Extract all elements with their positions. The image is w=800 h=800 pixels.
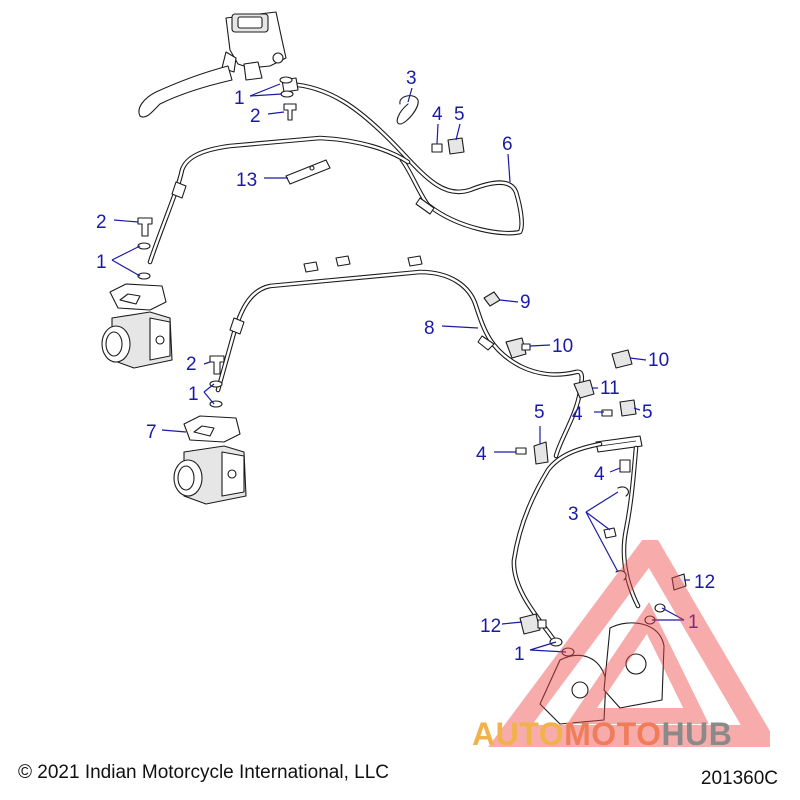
crush-washers-abs2 — [209, 380, 223, 408]
callout-10: 10 — [648, 350, 669, 371]
crush-washers-upper — [279, 76, 294, 98]
drawing-number: 201360C — [700, 768, 778, 789]
callout-1: 1 — [96, 252, 107, 273]
brake-line-upper — [147, 135, 411, 265]
bracket-5-left — [533, 441, 549, 465]
front-caliper — [539, 622, 665, 725]
callout-12: 12 — [694, 572, 715, 593]
banjo-bolt-abs2 — [209, 355, 225, 375]
banjo-bolt-12-right — [671, 573, 687, 591]
caliper-hose-left — [511, 441, 603, 643]
leader-lines — [111, 83, 690, 653]
callout-1: 1 — [514, 644, 525, 665]
screw-4-left — [515, 447, 527, 455]
copyright-notice: © 2021 Indian Motorcycle International, … — [18, 762, 389, 783]
clip-9 — [483, 291, 501, 307]
callout-3: 3 — [406, 68, 417, 89]
bracket-5-upper — [447, 137, 465, 155]
callout-2: 2 — [186, 354, 197, 375]
fitting-10-left — [505, 337, 531, 359]
callout-6: 6 — [502, 134, 513, 155]
callout-1: 1 — [688, 612, 699, 633]
callout-3: 3 — [568, 504, 579, 525]
crush-washers-caliper-right — [644, 603, 666, 625]
callout-5: 5 — [534, 402, 545, 423]
brake-splitter — [595, 435, 643, 453]
fitting-10-right — [611, 349, 633, 369]
crush-washers-caliper-left — [549, 637, 575, 657]
callout-4: 4 — [594, 464, 605, 485]
abs-module-upper — [101, 283, 173, 369]
callout-4: 4 — [476, 444, 487, 465]
callout-4: 4 — [432, 104, 443, 125]
caliper-hose-right — [621, 445, 641, 609]
callout-2: 2 — [250, 106, 261, 127]
master-cylinder — [221, 11, 287, 81]
banjo-bolt-abs1 — [137, 217, 153, 237]
bracket-5-mid — [619, 399, 637, 417]
callout-9: 9 — [520, 292, 531, 313]
callout-7: 7 — [146, 422, 157, 443]
callout-1: 1 — [188, 384, 199, 405]
banjo-bolt-upper — [283, 103, 297, 121]
screw-4-right — [619, 459, 631, 473]
banjo-bolt-12-left — [519, 613, 547, 635]
crush-washers-abs1 — [137, 242, 151, 280]
screw-4-mid — [601, 409, 613, 417]
callout-labels: 1 2 3 4 5 6 13 2 1 9 8 10 10 2 1 7 11 4 … — [96, 68, 715, 665]
callout-5: 5 — [454, 104, 465, 125]
callout-10: 10 — [552, 336, 573, 357]
abs-module-lower — [173, 415, 247, 505]
callout-2: 2 — [96, 212, 107, 233]
clip-3-upper — [396, 95, 419, 125]
brake-lever — [138, 65, 233, 118]
screw-4-upper — [431, 143, 443, 153]
callout-11: 11 — [600, 378, 620, 399]
spacer-13 — [285, 159, 331, 185]
callout-13: 13 — [236, 170, 257, 191]
callout-4: 4 — [572, 404, 583, 425]
callout-5: 5 — [642, 402, 653, 423]
callout-8: 8 — [424, 318, 435, 339]
brake-line-8 — [215, 255, 585, 459]
callout-1: 1 — [234, 88, 245, 109]
callout-12: 12 — [480, 616, 501, 637]
clamp-11 — [573, 379, 595, 399]
